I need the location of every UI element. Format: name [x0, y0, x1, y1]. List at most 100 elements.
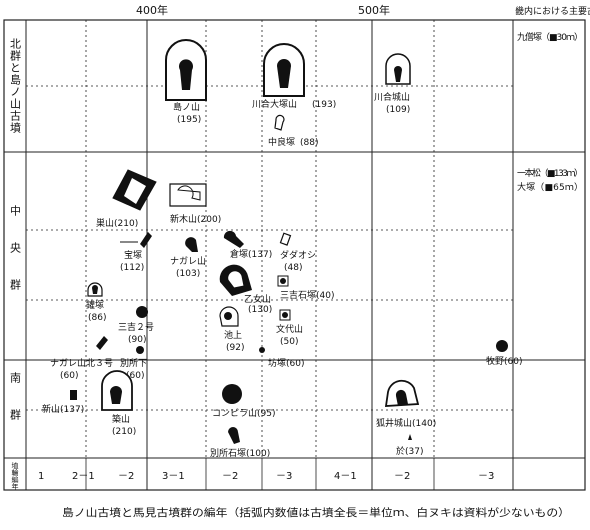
makino-name: 牧野: [486, 355, 504, 367]
row-label-haniwa: 埴輪編年: [11, 461, 19, 491]
nakaradzuka-len: (88): [300, 138, 318, 148]
keyhole-tomb-icon: [177, 185, 201, 201]
kuradzuka-label: 倉塚(137): [230, 248, 272, 260]
bozuka-len: (60): [286, 359, 304, 369]
square-tomb-icon: [279, 232, 292, 246]
haniwa-tick-4-1: 4－1: [334, 471, 357, 482]
betsusho-ishi-label: 別所石塚(100): [210, 448, 270, 459]
kuradzuka-name: 倉塚: [230, 248, 248, 260]
keyhole-outline-icon: [227, 270, 245, 289]
ikenoue-len: (92): [226, 343, 244, 353]
nakaradzuka-tomb: [274, 114, 285, 131]
betsusho-len: (60): [126, 371, 144, 381]
nagare3-name: ナガレ山北３号: [50, 358, 113, 369]
keyhole-tomb-icon: [408, 434, 412, 440]
haniwa-tick-2-2: －2: [118, 471, 134, 482]
side-otsuka: 大塚（■65ｍ）: [517, 181, 583, 193]
tsukiyama-tomb: [101, 370, 133, 411]
makino-len: (60): [504, 357, 522, 367]
round-tomb-icon: [280, 278, 286, 284]
dagaoshi-len: (48): [284, 263, 302, 273]
betsusho-ishi-name: 別所石塚: [210, 448, 246, 459]
row-label-south: 南群: [9, 372, 22, 446]
betsusho-name: 別所下: [120, 358, 147, 369]
mitsuishi-len: (40): [316, 291, 334, 301]
kitsuneiyama-label: 狐井城山(140): [376, 417, 436, 429]
row-label-central: 中央群: [9, 205, 22, 316]
susuyama-tomb: [112, 169, 157, 211]
grid: [3, 19, 586, 491]
kitsuneiyama-name: 狐井城山: [376, 417, 412, 429]
square-tomb-icon: [70, 390, 77, 400]
susuyama-label: 巣山(210): [96, 217, 138, 229]
keyhole-tomb-icon: [395, 389, 408, 406]
nagareyama-name: ナガレ山: [170, 256, 206, 267]
kazudzuka-len: (86): [88, 313, 106, 323]
kitsuneiyama-tomb: [384, 379, 420, 407]
otomeyama-tomb: [219, 264, 252, 296]
keyhole-tomb-icon: [274, 114, 285, 131]
keyhole-tomb-icon: [110, 386, 122, 404]
dagaoshi-name: ダダオシ: [280, 249, 316, 261]
otomeyama-len: (130): [248, 305, 272, 315]
kawaijoyama-len: (109): [386, 105, 410, 115]
haniwa-tick-1: 1: [38, 471, 44, 482]
shinyama-len: (137): [60, 405, 84, 415]
keyhole-tomb-icon: [394, 66, 402, 82]
nagareyama-len: (103): [176, 269, 200, 279]
haniwa-tick-3-2: －2: [222, 471, 238, 482]
shinyama-label: 新山(137): [42, 403, 84, 415]
shinkiyama-label: 新木山(200): [170, 213, 221, 225]
otomeyama-name: 乙女山: [244, 293, 271, 305]
mitsuyoshi2-len: (90): [128, 335, 146, 345]
round-tomb-icon: [136, 306, 148, 318]
mitsuyoshi2-name: 三吉２号: [118, 322, 154, 333]
kawaijoyama-tomb: [385, 53, 411, 85]
round-tomb-icon: [136, 346, 144, 354]
side-kyukandzuka: 九僧塚（■30ｍ）: [517, 31, 583, 43]
nagare3-len: (60): [60, 371, 78, 381]
bundaiyama-len: (50): [280, 337, 298, 347]
shinkiyama-tomb: [169, 183, 207, 207]
year-400-label: 400年: [136, 3, 168, 17]
nakaradzuka-name: 中良塚: [268, 136, 295, 148]
betsusho-ishi-len: (100): [246, 449, 270, 459]
takaradzuka-name: 宝塚: [124, 249, 142, 261]
shinyama-name: 新山: [42, 403, 60, 415]
keyhole-tomb-icon: [124, 178, 146, 204]
shinkiyama-name: 新木山: [170, 213, 197, 225]
mitsuishi-label: 三吉石塚(40): [280, 290, 335, 301]
hi-name: 於: [396, 445, 405, 457]
keyhole-tomb-icon: [228, 427, 240, 444]
bozuka-name: 坊塚: [268, 357, 286, 369]
kazudzuka-name: 鑵塚: [86, 299, 104, 311]
row-label-north: 北群と島ノ山古墳: [9, 38, 22, 134]
konpirayama-len: (95): [257, 409, 275, 419]
konpirayama-name: コンピラ山: [212, 408, 257, 419]
bozuka-label: 坊塚(60): [268, 357, 305, 369]
tsukiyama-name: 築山: [112, 413, 130, 425]
takaradzuka-len: (112): [120, 263, 144, 273]
shimanoyama-name: 島ノ山: [173, 101, 200, 113]
haniwa-tick-3-1: 3－1: [162, 471, 185, 482]
year-500-label: 500年: [358, 3, 390, 17]
haniwa-tick-2-1: 2－1: [72, 471, 95, 482]
haniwa-tick-3-3: －3: [276, 471, 292, 482]
figure-caption: 島ノ山古墳と馬見古墳群の編年（括弧内数値は古墳全長＝単位ｍ、白ヌキは資料が少ない…: [62, 506, 570, 519]
kawaioyama-name: 川合大塚山: [252, 98, 297, 110]
round-tomb-icon: [282, 312, 288, 318]
keyhole-outline-icon: [169, 183, 207, 207]
konpirayama-label: コンピラ山(95): [212, 408, 276, 419]
round-tomb-icon: [496, 340, 508, 352]
kitsuneiyama-len: (140): [412, 419, 436, 429]
shinkiyama-len: (200): [197, 215, 221, 225]
keyhole-tomb-icon: [185, 237, 198, 252]
keyhole-tomb-icon: [140, 232, 152, 248]
makino-label: 牧野(60): [486, 355, 523, 367]
right-column-title: 畿内における主要古墳: [515, 5, 590, 17]
kawaioyama-tomb: [263, 43, 305, 97]
shimanoyama-len: (195): [177, 115, 201, 125]
hi-len: (37): [405, 447, 423, 457]
haniwa-tick-4-3: －3: [478, 471, 494, 482]
